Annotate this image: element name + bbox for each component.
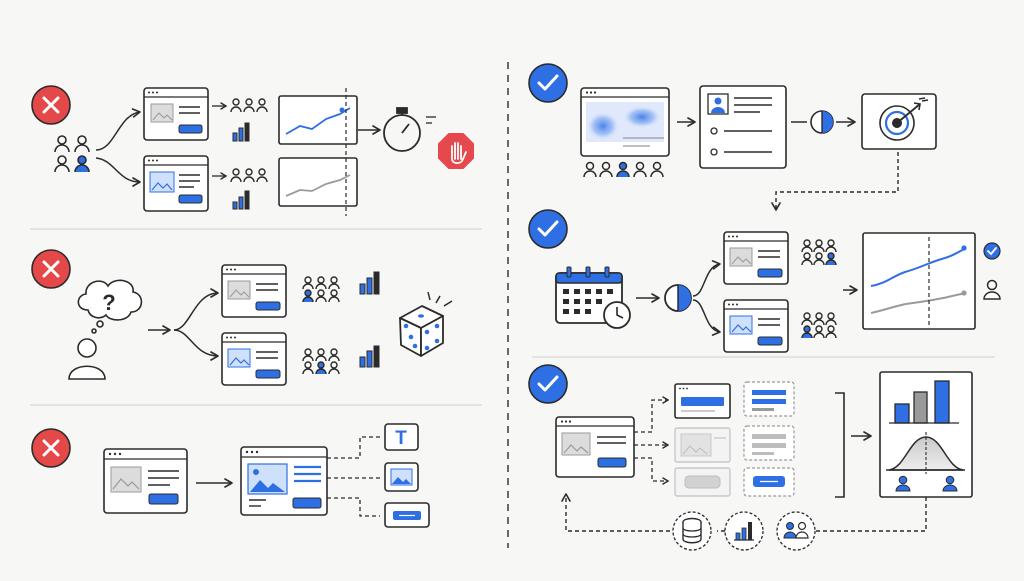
trend-chart-icon — [862, 232, 976, 330]
bell-curve-icon — [886, 432, 965, 474]
page-icon — [103, 448, 188, 514]
page-icon — [143, 87, 209, 141]
page-icon — [240, 446, 328, 516]
user-row-icon — [583, 161, 664, 178]
heatmap-page-icon — [580, 87, 670, 157]
bracket — [835, 392, 845, 498]
element-connectors — [327, 436, 380, 517]
x-icon — [31, 249, 71, 289]
database-icon — [672, 511, 712, 551]
left-row-3: T — [31, 423, 430, 528]
text-element-icon: T — [384, 423, 419, 451]
half-circle-icon — [810, 110, 834, 134]
page-icon — [555, 416, 635, 478]
results-panel — [879, 371, 973, 498]
left-row-2: ? — [31, 249, 453, 386]
user-row-icon — [230, 98, 268, 183]
button-element-icon — [384, 502, 430, 528]
users-icon — [776, 511, 816, 551]
user-icon — [942, 475, 958, 492]
split-arrow-top — [95, 108, 141, 151]
section-dividers — [30, 228, 995, 406]
trend-chart-icon — [278, 88, 358, 216]
ab-variant-icon — [221, 264, 287, 386]
user-persona-card-icon — [699, 85, 787, 169]
stopwatch-icon — [383, 107, 436, 152]
split-circle-icon — [664, 284, 692, 312]
variant-connectors — [634, 396, 670, 485]
bar-chart-icon — [889, 380, 959, 424]
bar-chart-icon — [724, 511, 764, 551]
check-icon — [528, 63, 568, 103]
mini-bar-chart-icon — [232, 122, 250, 210]
target-icon — [861, 93, 937, 150]
mini-bar-chart-icon — [359, 271, 380, 368]
question-mark-icon: ? — [102, 290, 115, 315]
right-row-1 — [528, 63, 937, 211]
right-row-3 — [528, 364, 973, 551]
right-row-2 — [528, 209, 1001, 353]
user-group-icon — [54, 135, 90, 173]
ab-variant-icon — [723, 231, 789, 353]
calendar-clock-icon — [555, 266, 631, 329]
x-icon — [31, 85, 71, 125]
left-row-1 — [31, 85, 474, 216]
check-icon — [528, 364, 568, 404]
check-icon — [983, 242, 1001, 260]
user-grid-icon — [801, 239, 837, 339]
ab-variant-icon — [143, 87, 209, 212]
check-icon — [528, 209, 568, 249]
stop-hand-icon — [438, 133, 474, 169]
page-icon — [143, 155, 209, 212]
user-icon — [895, 475, 911, 492]
thinking-person-icon — [68, 279, 143, 380]
user-icon — [983, 279, 1001, 300]
user-grid-icon — [302, 276, 340, 375]
dice-icon — [399, 291, 453, 357]
svg-text:T: T — [395, 428, 407, 449]
split-arrow-bottom — [95, 157, 141, 187]
image-element-icon — [384, 462, 419, 492]
variant-grid-icon — [674, 381, 795, 497]
flow-connector — [771, 152, 899, 211]
x-icon — [31, 428, 71, 468]
